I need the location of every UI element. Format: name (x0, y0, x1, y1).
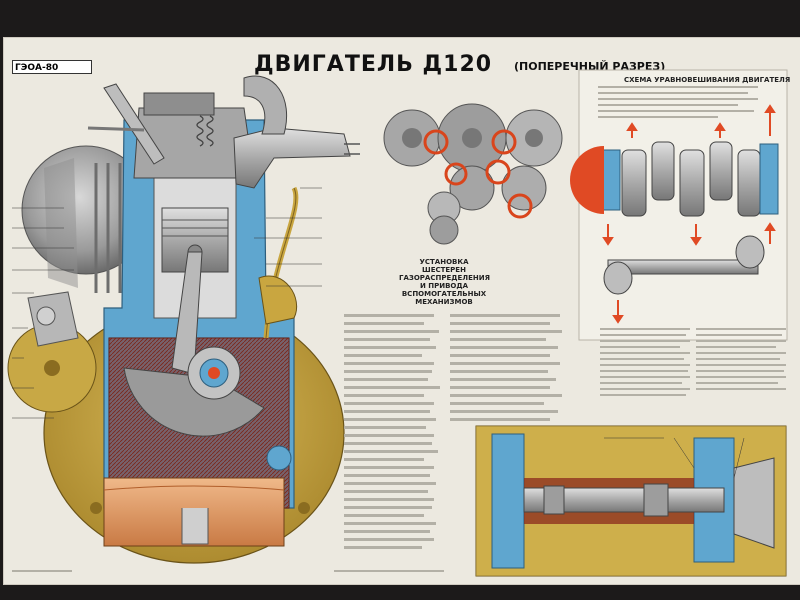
balancing-notes (598, 86, 786, 396)
engine-poster: ГЭОА-80 ДВИГАТЕЛЬ Д120 (ПОПЕРЕЧНЫЙ РАЗРЕ… (4, 38, 800, 584)
publisher-badge: ГЭОА-80 (12, 60, 92, 74)
engine-illustration (7, 69, 788, 577)
gear-caption: УСТАНОВКА ШЕСТЕРЕН ГАЗОРАСПРЕДЕЛЕНИЯ И П… (399, 258, 490, 306)
balance-caption: СХЕМА УРАВНОВЕШИВАНИЯ ДВИГАТЕЛЯ (624, 76, 791, 84)
gear-train (383, 103, 563, 245)
poster-title: ДВИГАТЕЛЬ Д120 (254, 52, 493, 77)
publisher-badge-text: ГЭОА-80 (15, 63, 59, 73)
parts-legend (344, 314, 562, 549)
balance-shaft-cutaway (475, 425, 787, 577)
poster-footer (12, 570, 444, 572)
balancing-scheme (570, 69, 788, 341)
